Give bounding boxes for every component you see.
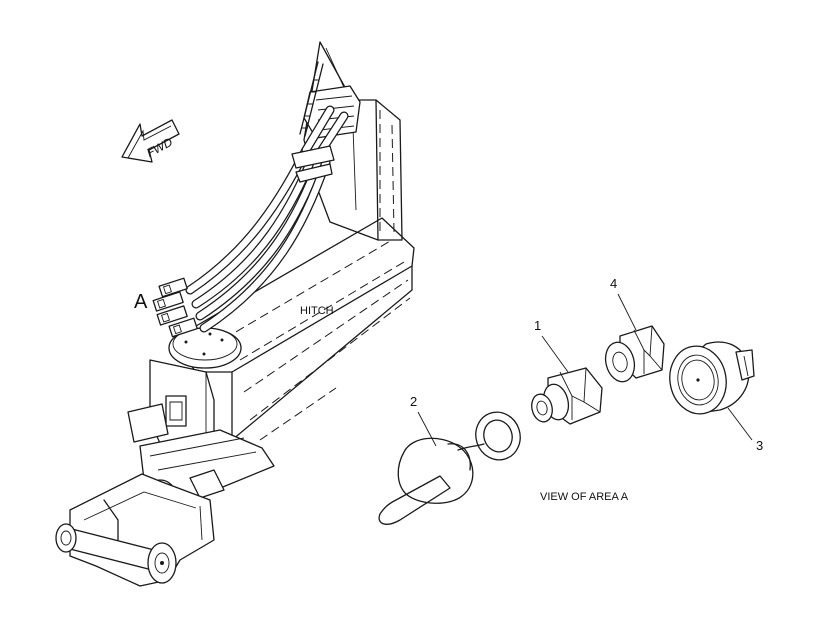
area-a-couplers: A bbox=[134, 277, 198, 338]
callout-3: 3 bbox=[727, 407, 763, 453]
hitch-assembly bbox=[55, 41, 415, 587]
callout-3-number: 3 bbox=[756, 438, 763, 453]
part-4-adapter bbox=[604, 325, 665, 383]
callout-4-number: 4 bbox=[610, 276, 617, 291]
part-3-coupler bbox=[669, 341, 755, 415]
hitch-label: HITCH bbox=[300, 305, 334, 317]
part-2-dust-cap bbox=[378, 411, 521, 525]
forward-arrow-icon: FWD bbox=[121, 119, 180, 163]
part-1-nipple bbox=[531, 367, 603, 425]
callout-4: 4 bbox=[610, 276, 637, 331]
hydraulic-hose-bundle bbox=[185, 61, 349, 333]
area-a-label: A bbox=[134, 291, 148, 313]
callout-1: 1 bbox=[534, 318, 569, 373]
callout-2: 2 bbox=[410, 394, 437, 447]
view-caption: VIEW OF AREA A bbox=[540, 491, 629, 503]
callout-2-number: 2 bbox=[410, 394, 417, 409]
callout-1-number: 1 bbox=[534, 318, 541, 333]
